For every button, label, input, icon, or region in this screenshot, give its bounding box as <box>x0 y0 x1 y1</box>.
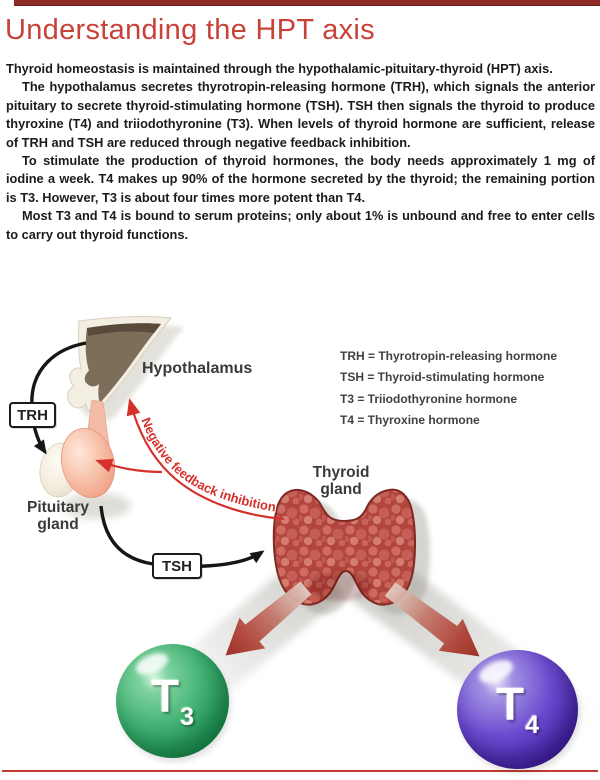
bottom-rule <box>2 770 598 772</box>
t4-arrow <box>384 582 480 657</box>
hypothalamus-label: Hypothalamus <box>142 360 253 377</box>
legend-item: TSH = Thyroid-stimulating hormone <box>340 370 545 385</box>
thyroid-label-line2: gland <box>320 481 362 498</box>
pituitary-gland-label: Pituitary gland <box>16 499 100 533</box>
pituitary-label-line2: gland <box>37 516 79 533</box>
t3-subscript: 3 <box>180 702 194 731</box>
t4-label: T 4 <box>496 681 539 738</box>
t3-molecule: T 3 <box>116 644 229 758</box>
legend-item: T4 = Thyroxine hormone <box>340 413 480 428</box>
page-title: Understanding the HPT axis <box>5 14 375 46</box>
paragraph: The hypothalamus secretes thyrotropin-re… <box>6 79 595 150</box>
article-body: Thyroid homeostasis is maintained throug… <box>6 60 595 244</box>
pituitary-illustration <box>39 399 115 498</box>
t3-symbol: T <box>150 669 180 722</box>
hypothalamus-illustration <box>67 316 172 413</box>
thyroid-illustration <box>272 488 417 606</box>
t3-label: T 3 <box>151 673 194 730</box>
legend-item: TRH = Thyrotropin-releasing hormone <box>340 349 558 363</box>
t4-molecule: T 4 <box>457 650 578 769</box>
thyroid-gland-label: Thyroid gland <box>299 464 383 498</box>
t4-subscript: 4 <box>525 711 539 739</box>
pituitary-label-line1: Pituitary <box>26 499 89 516</box>
trh-box: TRH <box>9 402 56 428</box>
paragraph: Thyroid homeostasis is maintained throug… <box>6 61 553 76</box>
t4-symbol: T <box>495 678 525 730</box>
thyroid-label-line1: Thyroid <box>312 464 370 481</box>
paragraph: Most T3 and T4 is bound to serum protein… <box>6 208 595 242</box>
t3-arrow <box>225 581 312 656</box>
top-accent-bar <box>14 0 600 6</box>
abbreviation-legend: TRH = Thyrotropin-releasing hormone TSH … <box>340 346 557 432</box>
paragraph: To stimulate the production of thyroid h… <box>6 153 595 205</box>
tsh-box: TSH <box>152 553 202 579</box>
trh-arrow <box>30 341 87 455</box>
legend-item: T3 = Triiodothyronine hormone <box>340 391 518 406</box>
